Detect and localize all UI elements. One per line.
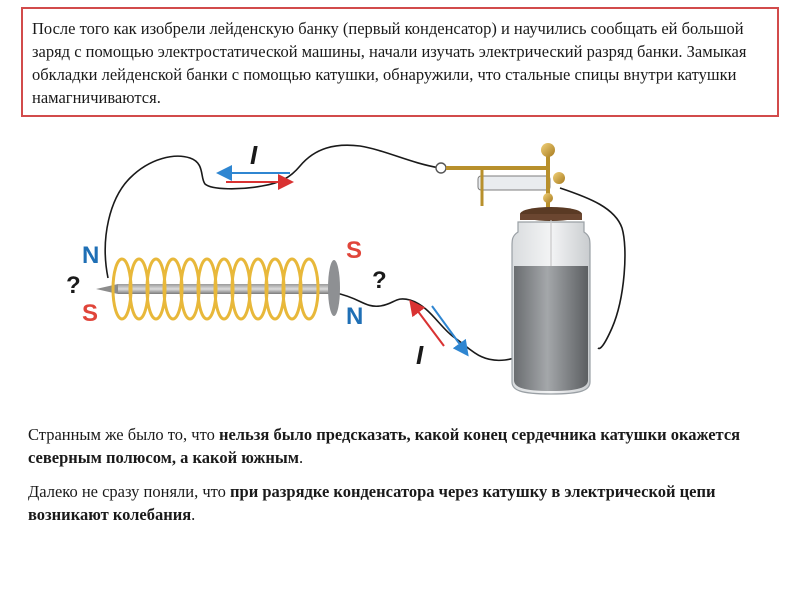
coil-leyden-jar-figure: I I N ? S S ? N (0, 128, 800, 410)
current-arrows-top: I (216, 140, 294, 190)
paragraph1-before: Странным же было то, что (28, 425, 219, 444)
intro-text-box: После того как изобрели лейденскую банку… (21, 7, 779, 117)
current-label-top: I (250, 140, 258, 170)
discharger (446, 143, 565, 212)
right-question-label: ? (372, 267, 387, 294)
coil (111, 257, 320, 321)
paragraph-unpredictable-poles: Странным же было то, что нельзя было пре… (28, 423, 768, 469)
discharger-knob (435, 162, 447, 174)
left-question-label: ? (66, 272, 81, 299)
wire-right (559, 187, 626, 350)
right-pole-bottom-label: N (346, 303, 363, 330)
intro-text: После того как изобрели лейденскую банку… (32, 19, 747, 107)
current-arrows-bottom: I (409, 299, 469, 370)
left-pole-top-label: N (82, 242, 99, 269)
paragraph1-emphasis: нельзя было предсказать, какой конец сер… (28, 425, 741, 467)
paragraph2-after: . (191, 505, 196, 524)
leyden-jar (511, 207, 591, 395)
wire-top (104, 144, 441, 279)
paragraph-oscillations: Далеко не сразу поняли, что при разрядке… (28, 480, 768, 526)
paragraph1-after: . (299, 448, 304, 467)
wire-bottom (335, 292, 524, 362)
left-pole-bottom-label: S (82, 300, 98, 327)
right-pole-top-label: S (346, 237, 362, 264)
paragraph2-before: Далеко не сразу поняли, что (28, 482, 231, 501)
coil-turn (298, 257, 320, 321)
paragraph2-emphasis: при разрядке конденсатора через катушку … (28, 482, 716, 524)
current-label-bottom: I (416, 340, 424, 370)
